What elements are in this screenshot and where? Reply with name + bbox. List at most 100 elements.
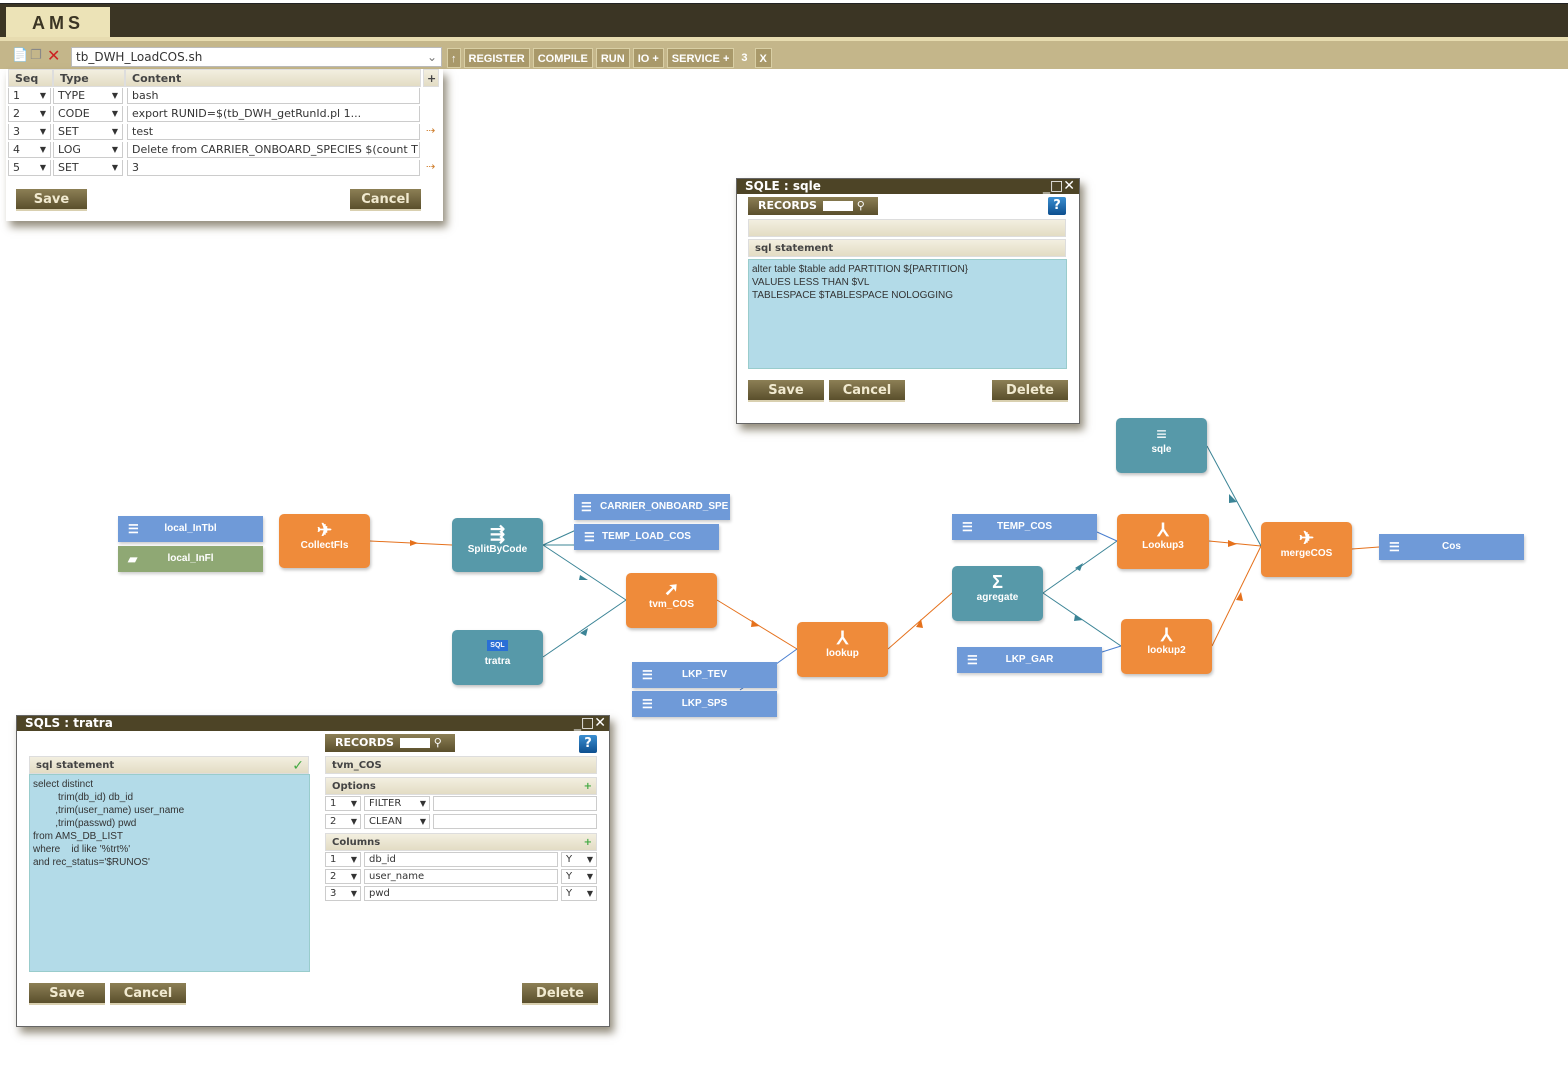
table-node-carrier-onboard[interactable]: ☰CARRIER_ONBOARD_SPE [574,494,730,520]
column-flag-select[interactable]: Y▼ [561,869,597,884]
column-seq-select[interactable]: 3▼ [325,886,361,901]
type-select[interactable]: CODE▼ [53,106,123,122]
content-field[interactable]: 3 [127,160,420,176]
table-node-local-intbl[interactable]: ☰local_InTbl [118,516,263,542]
type-select[interactable]: SET▼ [53,160,123,176]
node-label: tratra [484,656,511,667]
save-button[interactable]: Save [29,983,105,1005]
save-button[interactable]: Save [16,189,87,211]
option-type-select[interactable]: CLEAN▼ [364,814,430,829]
content-field[interactable]: test [127,124,420,140]
compile-button[interactable]: COMPILE [532,48,593,68]
cancel-button[interactable]: Cancel [110,983,186,1005]
search-icon: ⚲ [856,199,865,212]
help-button[interactable]: ? [579,735,597,753]
help-button[interactable]: ? [1048,197,1066,215]
delete-button[interactable]: Delete [992,380,1068,402]
folder-icon: ▰ [128,552,138,566]
column-name-input[interactable]: user_name [364,869,558,884]
seq-select[interactable]: 2▼ [8,106,51,122]
arrow-head [916,619,923,628]
seq-select[interactable]: 4▼ [8,142,51,158]
sql-textarea[interactable]: alter table $table add PARTITION ${PARTI… [748,259,1067,369]
option-value-input[interactable] [433,796,597,811]
node-tvm-cos[interactable]: ➚tvm_COS [626,573,717,628]
cancel-button[interactable]: Cancel [350,189,421,211]
copy-file-icon[interactable]: ❐ [30,48,42,63]
close-button[interactable]: X [754,48,772,68]
node-splitbycode[interactable]: ⇶SplitByCode [452,518,543,572]
node-label: TEMP_LOAD_COS [602,531,691,542]
node-collectfls[interactable]: ✈CollectFls [279,514,370,568]
dropdown-arrow-icon: ▼ [111,109,118,118]
type-select[interactable]: TYPE▼ [53,88,123,104]
table-node-temp-cos[interactable]: ☰TEMP_COS [952,514,1097,540]
node-sqle[interactable]: ≡sqle [1116,418,1207,473]
option-seq-select[interactable]: 2▼ [325,814,361,829]
node-mergecos[interactable]: ✈mergeCOS [1261,522,1352,577]
content-field[interactable]: Delete from CARRIER_ONBOARD_SPECIES $(co… [127,142,420,158]
content-field[interactable]: bash [127,88,420,104]
seq-select[interactable]: 3▼ [8,124,51,140]
delete-button[interactable]: Delete [522,983,598,1005]
records-input[interactable] [399,738,430,748]
seq-select[interactable]: 5▼ [8,160,51,176]
seq-value: 5 [13,161,20,174]
add-option-button[interactable]: + [583,781,592,792]
table-node-lkp-tev[interactable]: ☰LKP_TEV [632,662,777,688]
seq-select[interactable]: 1▼ [8,88,51,104]
records-input[interactable] [822,201,853,211]
column-seq-select[interactable]: 1▼ [325,852,361,867]
delete-file-icon[interactable]: ✕ [47,46,61,65]
arrow-head [1229,494,1237,503]
top-bar: AMS [0,3,1568,39]
option-type-select[interactable]: FILTER▼ [364,796,430,811]
cancel-button[interactable]: Cancel [829,380,905,402]
arrow-head [410,540,418,546]
header-label: Columns [332,837,381,848]
expand-icon[interactable]: ⇢ [426,124,436,137]
option-seq-select[interactable]: 1▼ [325,796,361,811]
node-lookup[interactable]: ⅄lookup [797,622,888,677]
app-logo-tab[interactable]: AMS [6,7,110,39]
run-button[interactable]: RUN [595,48,630,68]
column-flag-select[interactable]: Y▼ [561,852,597,867]
name-field[interactable] [748,219,1066,237]
window-controls-icon[interactable]: _□✕ [1043,178,1075,194]
node-lookup3[interactable]: ⅄Lookup3 [1117,514,1209,569]
dropdown-arrow-icon: ▼ [350,872,357,881]
add-column-button[interactable]: + [583,837,592,848]
column-name-input[interactable]: pwd [364,886,558,901]
records-button[interactable]: RECORDS ⚲ [325,734,455,752]
service-add-button[interactable]: SERVICE + [666,48,735,68]
column-name-input[interactable]: db_id [364,852,558,867]
table-node-temp-load-cos[interactable]: ☰TEMP_LOAD_COS [574,524,719,550]
flag-value: Y [566,888,573,899]
type-select[interactable]: SET▼ [53,124,123,140]
sql-textarea[interactable]: select distinct trim(db_id) db_id ,trim(… [29,774,310,972]
expand-icon[interactable]: ⇢ [426,160,436,173]
table-node-cos[interactable]: ☰Cos [1379,534,1524,560]
node-lookup2[interactable]: ⅄lookup2 [1121,619,1212,674]
window-controls-icon[interactable]: _□✕ [574,715,606,731]
register-button[interactable]: REGISTER [463,48,530,68]
new-file-icon[interactable]: 📄 [12,48,29,63]
content-field[interactable]: export RUNID=$(tb_DWH_getRunId.pl 1... [127,106,420,122]
add-row-button[interactable]: + [423,69,439,87]
table-node-lkp-gar[interactable]: ☰LKP_GAR [957,647,1102,673]
io-add-button[interactable]: IO + [632,48,664,68]
type-select[interactable]: LOG▼ [53,142,123,158]
records-button[interactable]: RECORDS ⚲ [748,197,878,215]
upload-icon[interactable]: ↑ [447,48,461,68]
column-flag-select[interactable]: Y▼ [561,886,597,901]
file-node-local-infl[interactable]: ▰local_InFl [118,546,263,572]
sql-statement-header: sql statement [748,239,1066,257]
column-seq-select[interactable]: 2▼ [325,869,361,884]
arrow-head [751,620,760,627]
option-value-input[interactable] [433,814,597,829]
table-node-lkp-sps[interactable]: ☰LKP_SPS [632,691,777,717]
file-select[interactable]: tb_DWH_LoadCOS.sh⌄ [71,47,442,67]
save-button[interactable]: Save [748,380,824,402]
